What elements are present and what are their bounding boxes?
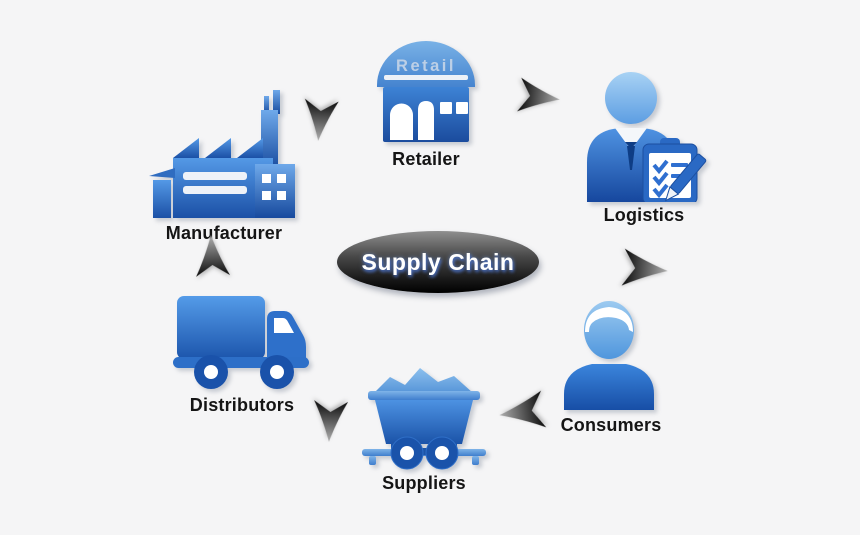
suppliers-label: Suppliers: [382, 473, 466, 493]
retail-sign-text: Retail: [396, 57, 456, 75]
flow-arrow-distributors-manufacturer: [191, 233, 233, 279]
node-consumers: Consumers: [556, 298, 666, 436]
node-manufacturer: Manufacturer: [148, 90, 300, 244]
node-logistics: Logistics: [580, 70, 708, 226]
consumers-label: Consumers: [560, 415, 662, 435]
factory-icon: [149, 90, 295, 218]
center-ellipse: Supply Chain: [337, 231, 539, 293]
businessman-clipboard-icon: [587, 72, 707, 202]
mine-cart-icon: [362, 368, 486, 470]
person-icon: [564, 301, 654, 410]
flow-arrow-consumers-suppliers: [495, 387, 549, 437]
delivery-truck-icon: [173, 296, 309, 389]
flow-arrow-suppliers-distributors: [309, 398, 351, 444]
logistics-label: Logistics: [603, 205, 685, 225]
manufacturer-label: Manufacturer: [165, 223, 283, 243]
distributors-label: Distributors: [189, 395, 295, 415]
node-suppliers: Suppliers: [360, 360, 488, 494]
retail-store-icon: Retail: [377, 41, 475, 142]
flow-arrow-logistics-consumers: [619, 245, 671, 293]
node-retailer: Retail Retailer: [372, 40, 480, 170]
node-distributors: Distributors: [170, 292, 314, 416]
retailer-label: Retailer: [392, 149, 460, 169]
flow-arrow-manufacturer-retailer: [298, 96, 342, 143]
flow-arrow-retailer-logistics: [515, 74, 564, 119]
diagram-title: Supply Chain: [361, 248, 515, 275]
